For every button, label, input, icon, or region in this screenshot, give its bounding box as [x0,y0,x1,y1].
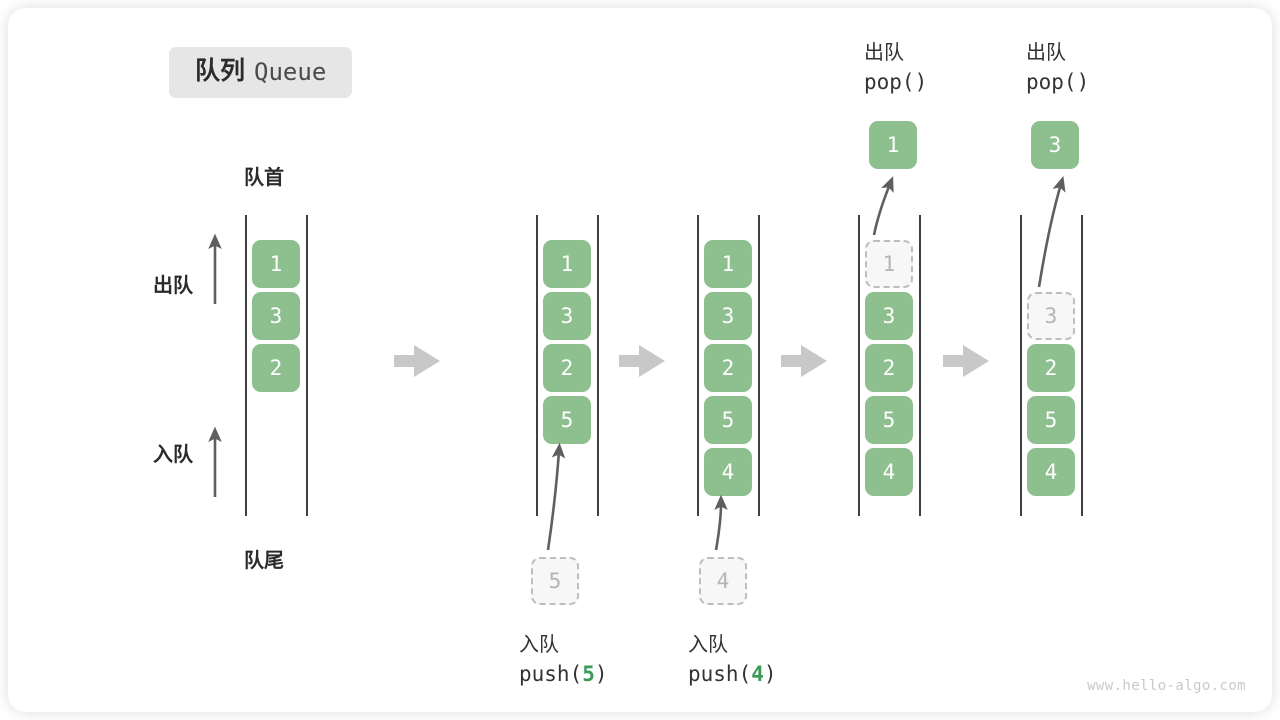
col2-cell-1: 3 [543,292,591,340]
col4-rail-right [919,215,921,516]
col4-cell-1: 2 [865,344,913,392]
diagram-card: 队列 Queue 队首 队尾 出队 入队 1 3 2 1 3 2 5 5 入队 p… [8,8,1272,712]
col5-op-code: pop() [1026,69,1090,94]
col5-cell-1: 5 [1027,396,1075,444]
col4-op-chinese: 出队 [864,42,904,64]
col3-caption-code-pre: push( [688,661,752,686]
col5-rail-left [1020,215,1022,516]
col4-popped-cell: 1 [869,121,917,169]
transition-arrow-4 [943,345,989,377]
diagram-stage: 队列 Queue 队首 队尾 出队 入队 1 3 2 1 3 2 5 5 入队 p… [8,8,1272,712]
col3-caption-chinese: 入队 [688,634,728,656]
col3-cell-0: 1 [704,240,752,288]
pop1-arrow [872,176,894,236]
watermark: www.hello-algo.com [1087,678,1246,694]
label-queue-front: 队首 [244,167,284,189]
col3-caption: 入队 push(4) [688,630,777,689]
col3-caption-code-post: ) [763,661,777,686]
col3-rail-left [697,215,699,516]
col3-cell-1: 3 [704,292,752,340]
col2-caption: 入队 push(5) [519,630,608,689]
col3-cell-2: 2 [704,344,752,392]
col4-op-code: pop() [864,69,928,94]
col4-cell-0: 3 [865,292,913,340]
label-queue-rear: 队尾 [244,550,284,572]
label-dequeue-direction: 出队 [153,275,193,297]
col3-rail-right [758,215,760,516]
col1-rail-left [245,215,247,516]
col5-op-label: 出队 pop() [1026,38,1089,97]
pop3-arrow [1037,176,1066,288]
col2-caption-code-arg: 5 [582,661,595,686]
title-chinese: 队列 [195,57,246,85]
title-english: Queue [254,57,327,86]
col2-caption-code-pre: push( [519,661,583,686]
col2-cell-3: 5 [543,396,591,444]
label-enqueue-direction: 入队 [153,444,193,466]
transition-arrow-2 [619,345,665,377]
col4-ghost-cell: 1 [865,240,913,288]
col1-cell-1: 3 [252,292,300,340]
col4-rail-left [858,215,860,516]
col3-cell-3: 5 [704,396,752,444]
col2-caption-code-post: ) [594,661,608,686]
col5-cell-0: 2 [1027,344,1075,392]
col1-rail-right [306,215,308,516]
col2-cell-2: 2 [543,344,591,392]
col1-cell-2: 2 [252,344,300,392]
col2-ghost-cell: 5 [531,557,579,605]
col5-ghost-cell: 3 [1027,292,1075,340]
col5-cell-2: 4 [1027,448,1075,496]
col3-cell-4: 4 [704,448,752,496]
col5-popped-cell: 3 [1031,121,1079,169]
push4-arrow [714,494,728,551]
col4-op-label: 出队 pop() [864,38,927,97]
col2-cell-0: 1 [543,240,591,288]
col4-cell-2: 5 [865,396,913,444]
col5-rail-right [1081,215,1083,516]
col5-op-chinese: 出队 [1026,42,1066,64]
col2-caption-chinese: 入队 [519,634,559,656]
push5-arrow [546,442,566,551]
diagram-title-badge: 队列 Queue [169,47,353,98]
transition-arrow-3 [781,345,827,377]
col3-ghost-cell: 4 [699,557,747,605]
col4-cell-3: 4 [865,448,913,496]
col2-rail-right [597,215,599,516]
col3-caption-code-arg: 4 [751,661,764,686]
col1-cell-0: 1 [252,240,300,288]
col2-rail-left [536,215,538,516]
transition-arrow-1 [394,345,440,377]
